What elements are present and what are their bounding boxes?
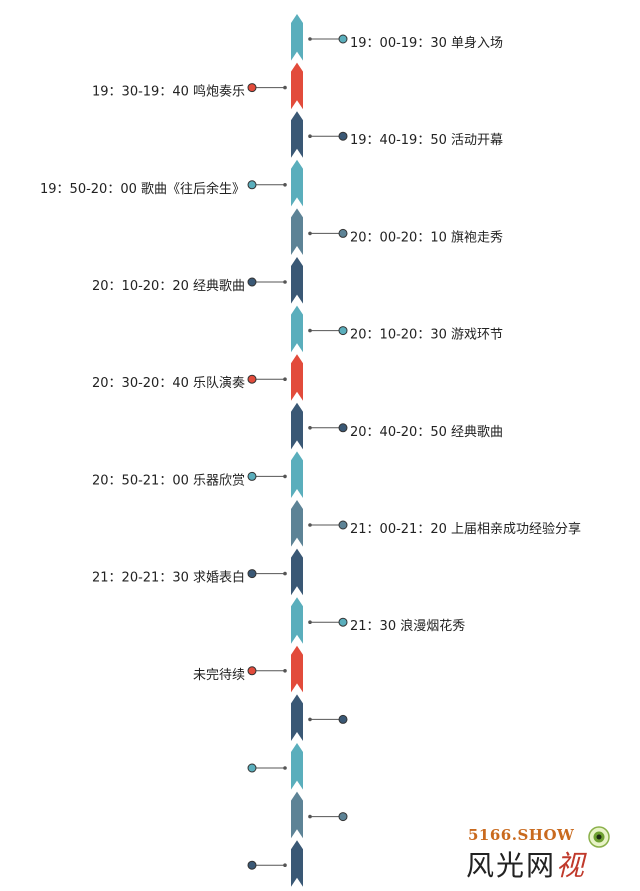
timeline-dot [247,277,257,287]
timeline-segment [291,548,303,596]
watermark-logo: 5166.SHOW 风光网视 [452,820,622,886]
timeline-dot [338,326,348,336]
event-label: 20：30-20：40 乐队演奏 [92,375,245,391]
event-label: 未完待续 [193,668,245,683]
event-label: 19：00-19：30 单身入场 [350,35,503,51]
event-label: 19：40-19：50 活动开幕 [350,133,503,148]
timeline-dot [247,471,257,481]
timeline-segment [291,111,303,158]
timeline-segment [291,743,303,790]
timeline-dot [338,423,348,433]
timeline-dot [247,763,257,773]
timeline-dot [338,34,348,44]
timeline-dot [338,520,348,530]
timeline-dot [338,714,348,724]
event-label: 20：00-20：10 旗袍走秀 [350,229,503,245]
event-label: 19：50-20：00 歌曲《往后余生》 [40,181,245,197]
timeline-segment [291,257,303,304]
timeline-dot [247,569,257,579]
timeline-dot [338,812,348,822]
timeline-dot [247,180,257,190]
timeline-dot [338,617,348,627]
timeline-segment [291,694,303,741]
timeline-dot [338,228,348,238]
timeline-segment [291,208,303,255]
timeline-dot [247,374,257,384]
timeline-segment [291,451,303,498]
event-label: 21：20-21：30 求婚表白 [92,570,245,586]
watermark-site: 5166.SHOW [468,826,575,844]
timeline-segment [291,402,303,450]
timeline-segment [291,159,303,207]
watermark-brand-text: 风光网 [466,849,557,882]
event-label: 21：00-21：20 上届相亲成功经验分享 [350,521,581,537]
timeline-segment [291,500,303,547]
timeline-segment [291,354,303,401]
timeline-segment [291,62,303,110]
timeline-segment [291,597,303,644]
timeline-segment [291,305,303,353]
event-label: 19：30-19：40 鸣炮奏乐 [92,84,245,100]
timeline-segment [291,840,303,887]
event-label: 20：10-20：30 游戏环节 [350,328,503,343]
event-label: 21：30 浪漫烟花秀 [350,618,465,634]
event-label: 20：10-20：20 经典歌曲 [92,279,245,294]
timeline-segment [291,791,303,839]
eye-icon [588,826,610,848]
timeline-segment [291,14,303,61]
event-label: 20：40-20：50 经典歌曲 [350,425,503,440]
timeline-dot [247,666,257,676]
event-label: 20：50-21：00 乐器欣赏 [92,473,245,488]
watermark-brand-char: 视 [556,849,587,882]
timeline-segment [291,645,303,693]
timeline-dot [247,83,257,93]
timeline-dot [247,860,257,870]
watermark-brand: 风光网视 [466,844,586,884]
timeline-dot [338,131,348,141]
